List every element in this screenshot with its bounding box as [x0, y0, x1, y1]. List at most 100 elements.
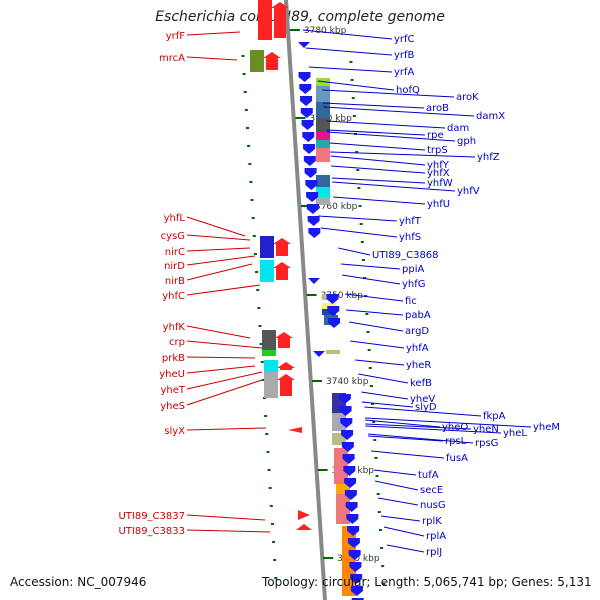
- leader-right-trps: [329, 142, 426, 151]
- gene-block-15: [316, 175, 330, 187]
- accession-text: Accession: NC_007946: [10, 575, 147, 589]
- gene-label-yhfg: yhfG: [402, 279, 426, 290]
- tick-mark-52: [270, 523, 274, 525]
- gene-label-yrff: yrfF: [166, 31, 186, 42]
- gene-block-24: [332, 413, 346, 431]
- down-arrow-c-430: [341, 430, 354, 440]
- gene-label-yrfa: yrfA: [394, 67, 415, 78]
- strand-arrow-0: [271, 2, 289, 38]
- leader-right-arok: [322, 89, 455, 98]
- gene-label-prkb: prkB: [162, 353, 185, 364]
- leader-right-fusa: [370, 450, 445, 459]
- gene-label-sece: secE: [420, 485, 443, 496]
- tick-mark-31: [366, 331, 370, 333]
- tick-mark-32: [259, 343, 263, 345]
- gene-block-12: [316, 132, 330, 140]
- tick-mark-21: [360, 241, 364, 243]
- leader-right-yhfw: [331, 177, 426, 184]
- tick-mark-42: [265, 433, 269, 435]
- gene-label-rpsg: rpsG: [475, 438, 498, 449]
- gene-label-arob: aroB: [426, 103, 449, 114]
- leader-left-yhfc: [186, 284, 261, 296]
- tick-mark-29: [365, 313, 369, 315]
- tick-mark-12: [248, 163, 252, 165]
- down-arrow-c-550: [348, 550, 361, 560]
- gene-label-arok: aroK: [456, 92, 479, 103]
- gene-label-yhft: yhfT: [399, 216, 422, 227]
- gene-label-yrfb: yrfB: [394, 50, 415, 61]
- leader-right-yrfb: [305, 47, 393, 56]
- down-arrow-c-586: [350, 586, 363, 596]
- scale-label-1: 3770 kbp: [309, 114, 352, 124]
- tick-mark-50: [269, 505, 273, 507]
- gene-label-hofq: hofQ: [396, 85, 420, 96]
- down-arrow-a-204: [306, 204, 319, 214]
- tick-mark-5: [351, 97, 355, 99]
- gene-label-yhen: yheN: [473, 424, 499, 435]
- leader-left-nirb: [186, 263, 253, 281]
- tick-mark-15: [357, 187, 361, 189]
- gene-label-mrca: mrcA: [159, 53, 185, 64]
- gene-block-10: [316, 102, 330, 118]
- gene-label-damx: damX: [476, 111, 505, 122]
- leader-left-mrca: [186, 56, 238, 61]
- strand-arrow-3: [273, 262, 291, 280]
- gene-block-27: [336, 484, 350, 494]
- leader-left-yhfk: [186, 325, 251, 339]
- marker-arrow-c3833: [296, 524, 312, 530]
- marker-arrow-top: [298, 42, 310, 48]
- gene-label-kefb: kefB: [410, 378, 432, 389]
- leader-right-damx: [323, 106, 475, 117]
- leader-right-yhem: [365, 417, 532, 428]
- down-arrow-a-120: [301, 120, 314, 130]
- gene-label-slyx: slyX: [164, 426, 185, 437]
- gene-label-yhes: yheS: [160, 401, 185, 412]
- gene-label-slyd: slyD: [415, 402, 437, 413]
- leader-left-yhes: [186, 379, 263, 406]
- down-arrow-a-96: [300, 96, 313, 106]
- gene-block-17: [316, 197, 330, 205]
- strand-arrow-2: [273, 238, 291, 256]
- marker-arrow-yhfa: [313, 351, 325, 357]
- down-arrow-c-394: [338, 394, 351, 404]
- scale-label-0: 3780 kbp: [304, 26, 347, 36]
- tick-mark-51: [377, 511, 381, 513]
- down-arrow-b-318: [328, 318, 341, 328]
- tick-mark-40: [264, 415, 268, 417]
- leader-right-dam: [326, 120, 446, 129]
- leader-right-yhfs: [321, 227, 398, 238]
- tick-mark-0: [241, 55, 245, 57]
- down-arrow-b-294: [326, 294, 339, 304]
- down-arrow-c-478: [344, 478, 357, 488]
- scale-label-6: 3720 kbp: [337, 554, 380, 564]
- down-arrow-c-418: [340, 418, 353, 428]
- leader-left-yhfl: [186, 216, 246, 237]
- leader-right-yhfz: [330, 151, 476, 158]
- leader-right-yhfg: [342, 274, 401, 285]
- leader-right-rpe: [326, 129, 426, 136]
- tick-mark-3: [350, 79, 354, 81]
- tick-mark-45: [374, 457, 378, 459]
- leader-left-yheu: [186, 365, 256, 374]
- marker-arrow-c3837: [298, 510, 310, 520]
- strand-arrow-6: [277, 362, 295, 370]
- leader-left-yhet: [186, 371, 263, 390]
- tick-mark-17: [358, 205, 362, 207]
- leader-left-uti89-c3837: [186, 514, 266, 521]
- leader-right-gph: [327, 131, 456, 142]
- tick-mark-33: [367, 349, 371, 351]
- leader-right-yhft: [318, 215, 398, 222]
- scale-label-3: 3750 kbp: [321, 291, 364, 301]
- gene-label-uti89-c3868: UTI89_C3868: [372, 250, 439, 261]
- gene-label-ppia: ppiA: [402, 264, 424, 275]
- tick-mark-20: [252, 235, 256, 237]
- leader-left-cysg: [186, 234, 251, 241]
- down-arrow-a-192: [306, 192, 319, 202]
- leader-right-yher: [355, 359, 405, 366]
- tick-mark-11: [355, 151, 359, 153]
- leader-right-rplj: [386, 544, 425, 553]
- marker-arrow-slyx: [288, 427, 302, 433]
- tick-mark-23: [361, 259, 365, 261]
- leader-right-tufa: [374, 469, 417, 476]
- tick-mark-57: [381, 565, 385, 567]
